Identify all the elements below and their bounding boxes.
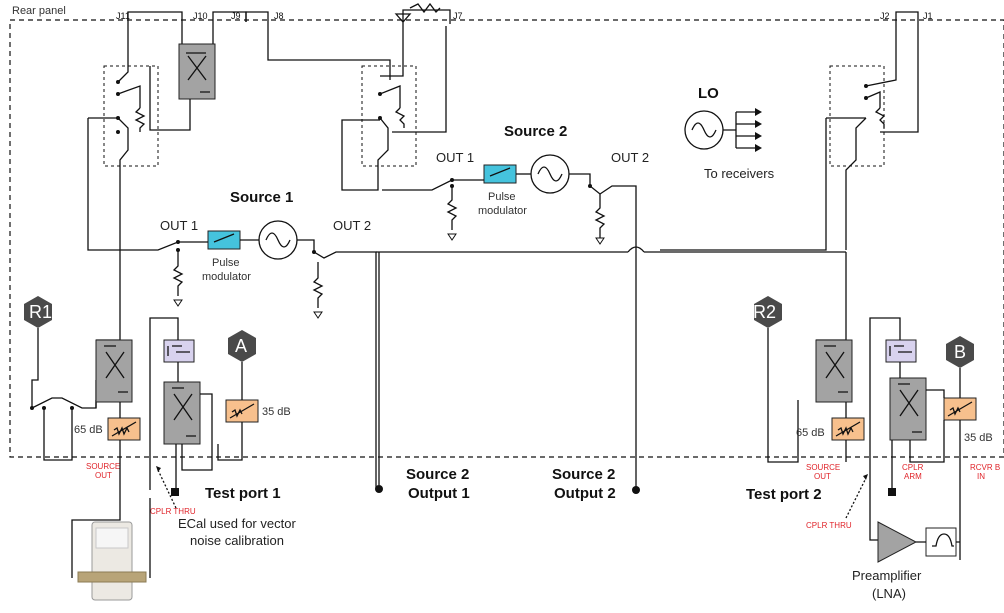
pulse-modulator-2: [483, 164, 517, 184]
switch-module-right: [829, 65, 885, 167]
port2-wiring: [869, 317, 961, 560]
att-65-left-label: 65 dB: [74, 424, 103, 436]
att-35-right-label: 35 dB: [964, 432, 993, 444]
jack-j11: J11: [116, 11, 130, 21]
test-port-2-label: Test port 2: [746, 486, 822, 503]
port1-wiring: [149, 317, 243, 490]
coupler-r1: [95, 339, 133, 403]
coupler-port2: [889, 377, 927, 441]
rear-panel-outline: [9, 19, 1004, 458]
cplr-thru-left-label: CPLR THRU: [150, 507, 196, 516]
source1-wiring: [120, 239, 846, 488]
switch-module-left: [103, 65, 159, 167]
receiver-r2-hex: [754, 296, 782, 328]
test-port-2-connector: [888, 488, 896, 496]
receiver-r1-label: R1: [29, 302, 52, 322]
rcvr-b-label-2: IN: [977, 472, 985, 481]
source2-wiring: [382, 173, 637, 490]
receiver-r1-hex: [24, 296, 52, 328]
pulse-mod-2-label-2: modulator: [478, 205, 527, 217]
receiver-a-label: A: [235, 336, 247, 356]
coupler-top-left-internal: [186, 52, 210, 93]
receiver-b-hex: [946, 336, 974, 368]
source2-output2-label-2: Output 2: [554, 485, 616, 502]
source2-out1-label: OUT 1: [436, 150, 474, 165]
rcvr-b-label-1: RCVR B: [970, 463, 1000, 472]
source1-out2-label: OUT 2: [333, 218, 371, 233]
to-receivers-label: To receivers: [704, 166, 775, 181]
ecal-wiring: [71, 460, 151, 578]
preamp-label-2: (LNA): [872, 586, 906, 601]
source2-output2-label-1: Source 2: [552, 466, 615, 483]
rear-panel-label: Rear panel: [12, 5, 66, 17]
ecal-label-1: ECal used for vector: [178, 516, 296, 531]
pulse-mod-1-label-1: Pulse: [212, 257, 240, 269]
source2-output1-connector: [375, 485, 383, 493]
ecal-label-2: noise calibration: [190, 533, 284, 548]
coupler-top-left: [178, 43, 216, 100]
switch-right-wiring: [660, 22, 919, 251]
source2-out2-label: OUT 2: [611, 150, 649, 165]
test-port-1-connector: [171, 488, 179, 496]
coupler-r2: [815, 339, 853, 403]
coupler-port1: [163, 381, 201, 445]
jack-j2: J2: [880, 11, 890, 21]
pulse-mod-2-label-1: Pulse: [488, 191, 516, 203]
source-out-left-label-2: OUT: [95, 471, 112, 480]
source2-output2-connector: [632, 486, 640, 494]
cplr-arm-label-1: CPLR: [902, 463, 924, 472]
crossing-hops: [627, 246, 645, 253]
receiver-r2-label: R2: [753, 302, 776, 322]
preamp-label-1: Preamplifier: [852, 568, 922, 583]
pulse-mod-1-label-2: modulator: [202, 271, 251, 283]
jack-j10: J10: [193, 11, 208, 21]
source2-label: Source 2: [504, 123, 567, 140]
switch-left-wiring: [87, 22, 146, 251]
rear-resistor: [394, 2, 441, 23]
cplr-thru-right-label: CPLR THRU: [806, 521, 852, 530]
source2-output1-label-1: Source 2: [406, 466, 469, 483]
jack-j8: J8: [274, 11, 284, 21]
lo-outputs: [723, 111, 755, 149]
lo-label: LO: [698, 85, 719, 102]
preamplifier-lna: [877, 521, 918, 563]
source-out-right-label-1: SOURCE: [806, 463, 840, 472]
att-35-left-label: 35 dB: [262, 406, 291, 418]
source1-out1-label: OUT 1: [160, 218, 198, 233]
att-65-right-label: 65 dB: [796, 427, 825, 439]
receiver-a-hex: [228, 330, 256, 362]
jack-j1: J1: [923, 11, 933, 21]
source-out-right-label-2: OUT: [814, 472, 831, 481]
rear-jumpers: [127, 9, 919, 44]
test-port-1-label: Test port 1: [205, 485, 281, 502]
jack-j9: J9: [231, 11, 241, 21]
switch-module-mid: [361, 65, 417, 167]
source-out-left-label-1: SOURCE: [86, 462, 120, 471]
switch-mid-wiring: [267, 26, 447, 191]
source2-output1-label-2: Output 1: [408, 485, 470, 502]
receiver-b-label: B: [954, 342, 966, 362]
cplr-arm-label-2: ARM: [904, 472, 922, 481]
source1-label: Source 1: [230, 189, 293, 206]
bias-tee-right: [885, 339, 917, 363]
jack-j7: J7: [453, 11, 463, 21]
bias-tee-left: [163, 339, 195, 363]
pulse-modulator-1: [207, 230, 241, 250]
